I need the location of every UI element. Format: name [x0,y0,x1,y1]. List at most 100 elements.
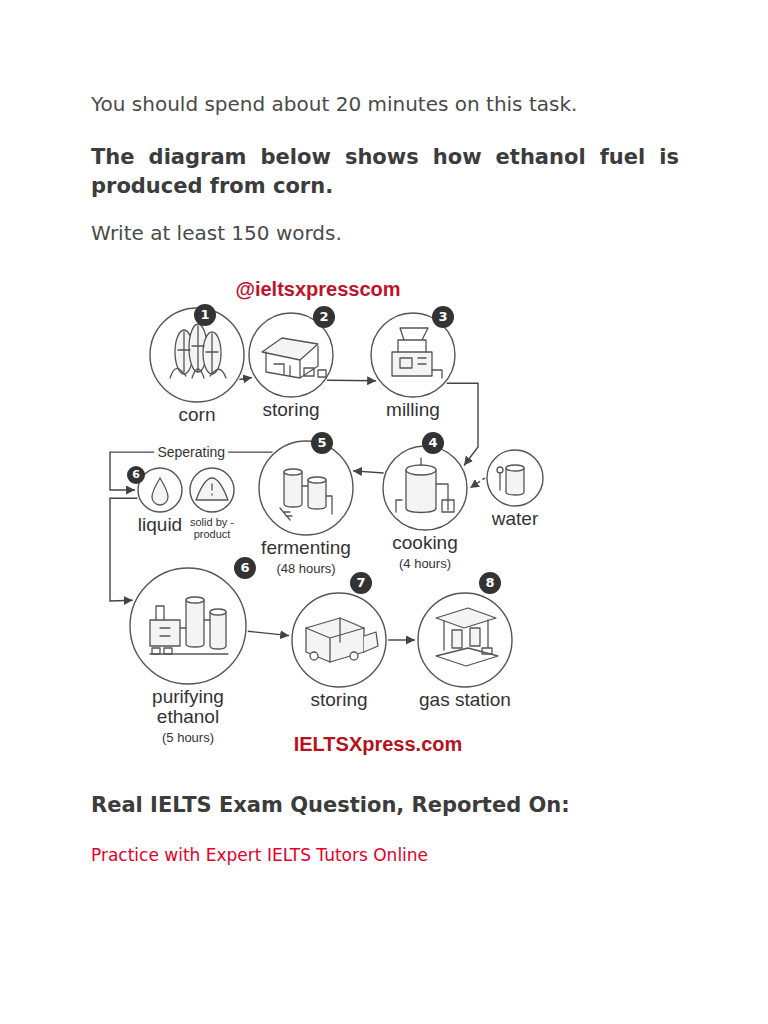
callout-number: 1 [194,304,216,326]
process-stage: 6purifying ethanol(5 hours) [125,568,251,745]
stage-label: purifying ethanol [125,687,251,727]
stage-label: gas station [419,690,511,710]
drawing-stroke [470,628,480,646]
stage-label: milling [386,400,440,420]
liquid-drop-icon [152,478,168,505]
callout-number: 5 [311,432,333,454]
duration-label: (5 hours) [162,731,214,745]
watermark: IELTSXpress.com [294,733,463,756]
drawing-stroke [210,612,226,649]
stage-label: liquid [138,515,182,535]
stage-outline [292,593,386,687]
drawing-stroke [418,358,442,378]
drawing-stroke [350,652,358,660]
stage-label: corn [179,405,216,425]
stage-circle [188,466,236,514]
flow-arrow [327,380,376,382]
stage-label: water [492,509,538,529]
spacer [246,441,366,538]
duration-label: (4 hours) [399,557,451,571]
callout-number: 8 [479,572,501,594]
drawing-stroke [506,465,524,471]
callout-number: 4 [422,432,444,454]
drawing-stroke [308,477,326,483]
callout-number: 6 [127,466,145,484]
callout-number: 2 [313,306,335,328]
stage-label: storing [262,400,319,420]
flow-arrow [447,383,478,465]
flow-arrow [239,378,252,380]
drawing-stroke [400,358,412,368]
stage-circle [416,591,514,689]
spacer [358,313,468,400]
stage-circle [485,448,545,508]
drawing-stroke [406,465,436,475]
drawing-stroke [506,468,524,495]
process-stage: 8gas station [400,593,530,710]
drawing-stroke [444,620,488,650]
drawing-stroke [308,480,326,509]
drawing-stroke [150,620,180,646]
task-heading: The diagram below shows how ethanol fuel… [91,143,679,201]
flow-arrow [248,631,289,635]
drawing-stroke [304,368,314,376]
stage-label: fermenting [261,538,351,558]
solid-pile-icon [196,478,228,500]
drawing-stroke [310,652,318,660]
callout-number: 7 [350,572,372,594]
drawing-stroke [318,370,326,377]
stage-circle [381,444,469,532]
stage-circle [257,439,355,537]
drawing-stroke [436,648,498,666]
process-stage: 6liquid [132,468,188,535]
spacer [284,593,394,690]
corn-icon [170,324,226,378]
drawing-stroke [284,469,302,475]
drawing-stroke [482,648,492,654]
flow-arrow [110,498,137,601]
spacer [125,568,251,687]
process-stage: water [475,450,555,529]
process-stage: 3milling [358,313,468,420]
drawing-stroke [266,346,318,378]
drawing-stroke [152,478,168,505]
callout-number: 6 [234,557,256,579]
drawing-stroke [274,364,290,376]
page-note: You should spend about 20 minutes on thi… [91,92,577,116]
drawing-stroke [442,500,454,512]
stage-outline [259,441,353,535]
process-stage: 4cooking(4 hours) [370,446,480,571]
stage-label: storing [310,690,367,710]
drawing-stroke [196,478,228,500]
process-stage: solid by - product [183,468,241,540]
watermark: @ieltsxpresscom [235,278,400,301]
drawing-stroke [406,470,436,513]
stage-circle [290,591,388,689]
cooking-tank-icon [396,458,454,513]
drawing-stroke [364,632,378,652]
spacer [370,446,480,533]
purifying-plant-icon [150,597,228,654]
flow-arrow [470,478,485,488]
page-note: Write at least 150 words. [91,221,342,245]
drawing-stroke [436,608,496,628]
drawing-stroke [497,467,503,490]
callout-number: 3 [432,306,454,328]
process-stage: 1corn [137,308,257,425]
stage-circle [128,566,248,686]
stage-outline [383,446,467,530]
spacer [183,468,241,515]
duration-label: (48 hours) [276,562,335,576]
drawing-stroke [262,338,318,360]
drawing-stroke [164,648,172,654]
stage-outline [190,468,234,512]
drawing-stroke [284,472,302,507]
drawing-stroke [210,609,226,615]
spacer [400,593,530,690]
fermenting-tank-icon [280,469,332,520]
drawing-stroke [398,328,428,352]
stage-label: solid by - product [183,516,241,540]
drawing-stroke [152,648,160,654]
process-stage: 7storing [284,593,394,710]
